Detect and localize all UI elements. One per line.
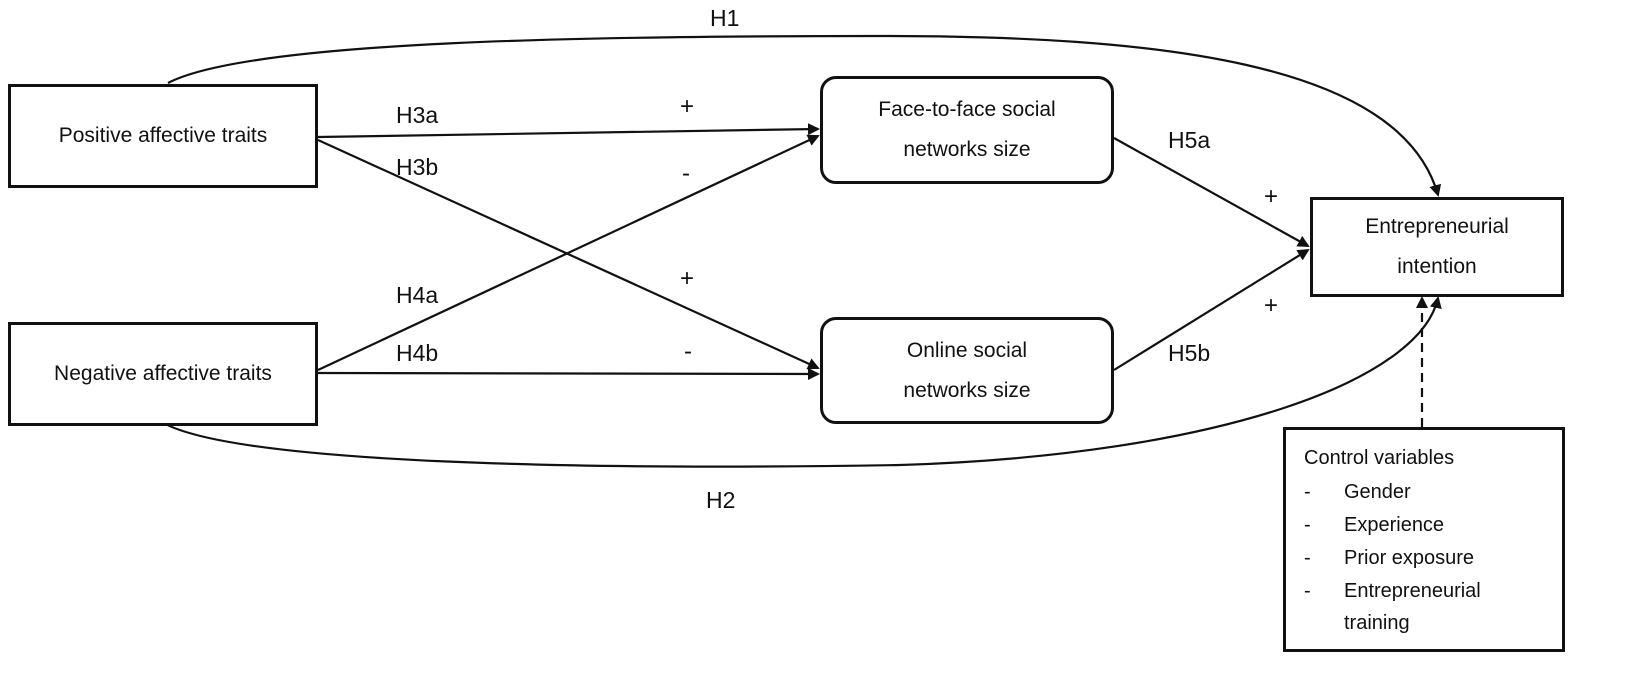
node-negative-label: Negative affective traits bbox=[54, 362, 272, 385]
edge-h1 bbox=[167, 34, 1442, 197]
node-control-variables: Control variables - Gender - Experience … bbox=[1283, 427, 1565, 652]
control-dash: - bbox=[1304, 547, 1311, 569]
control-item-text-line2: training bbox=[1344, 612, 1410, 634]
control-title: Control variables bbox=[1304, 447, 1455, 469]
node-online-label-1: Online social bbox=[906, 338, 1028, 362]
sign-h3b: + bbox=[680, 265, 695, 292]
label-h1: H1 bbox=[710, 5, 740, 31]
node-face-label-1: Face-to-face social bbox=[878, 98, 1056, 121]
node-online-label-2: networks size bbox=[903, 378, 1031, 402]
sign-h5a: + bbox=[1264, 183, 1279, 210]
node-entrepreneurial-intention: Entrepreneurial intention bbox=[1310, 197, 1564, 297]
label-h2: H2 bbox=[706, 487, 736, 513]
node-intention-label-1: Entrepreneurial bbox=[1365, 215, 1509, 238]
node-online-networks: Online social networks size bbox=[820, 317, 1114, 424]
node-face-label-2: networks size bbox=[903, 138, 1031, 161]
label-h4b: H4b bbox=[396, 340, 439, 366]
node-negative-affective-traits: Negative affective traits bbox=[8, 322, 318, 426]
edge-h4b bbox=[317, 367, 820, 380]
label-h5a: H5a bbox=[1168, 127, 1211, 153]
edge-h4a bbox=[317, 134, 820, 371]
edge-h5b bbox=[1113, 248, 1310, 371]
control-item-text: Prior exposure bbox=[1344, 547, 1475, 569]
sign-h4a: - bbox=[682, 160, 690, 187]
label-h5b: H5b bbox=[1168, 340, 1211, 366]
label-h3b: H3b bbox=[396, 154, 439, 180]
control-item-text: Experience bbox=[1344, 514, 1445, 536]
control-item: - Entrepreneurial training bbox=[1304, 575, 1562, 639]
node-positive-label: Positive affective traits bbox=[58, 124, 268, 147]
control-item: - Experience bbox=[1304, 509, 1562, 542]
sign-h4b: - bbox=[684, 338, 692, 365]
node-intention-label-2: intention bbox=[1397, 255, 1477, 278]
control-item: - Prior exposure bbox=[1304, 542, 1562, 575]
sign-h5b: + bbox=[1264, 292, 1279, 319]
control-item-text: Entrepreneurial training bbox=[1344, 575, 1481, 639]
control-dash: - bbox=[1304, 514, 1311, 536]
node-positive-affective-traits: Positive affective traits bbox=[8, 84, 318, 188]
edge-h3a bbox=[317, 123, 820, 139]
control-list: - Gender - Experience - Prior exposure -… bbox=[1304, 476, 1562, 639]
edge-h5a bbox=[1113, 137, 1310, 247]
control-item-text-line1: Entrepreneurial bbox=[1344, 580, 1481, 602]
control-item-text: Gender bbox=[1344, 481, 1411, 503]
label-h3a: H3a bbox=[396, 102, 439, 128]
node-face-to-face-networks: Face-to-face social networks size bbox=[820, 76, 1114, 184]
control-item: - Gender bbox=[1304, 476, 1562, 509]
sign-h3a: + bbox=[680, 93, 695, 120]
control-dash: - bbox=[1304, 481, 1311, 503]
control-dash: - bbox=[1304, 580, 1311, 602]
label-h4a: H4a bbox=[396, 282, 439, 308]
edge-h2 bbox=[159, 296, 1442, 468]
